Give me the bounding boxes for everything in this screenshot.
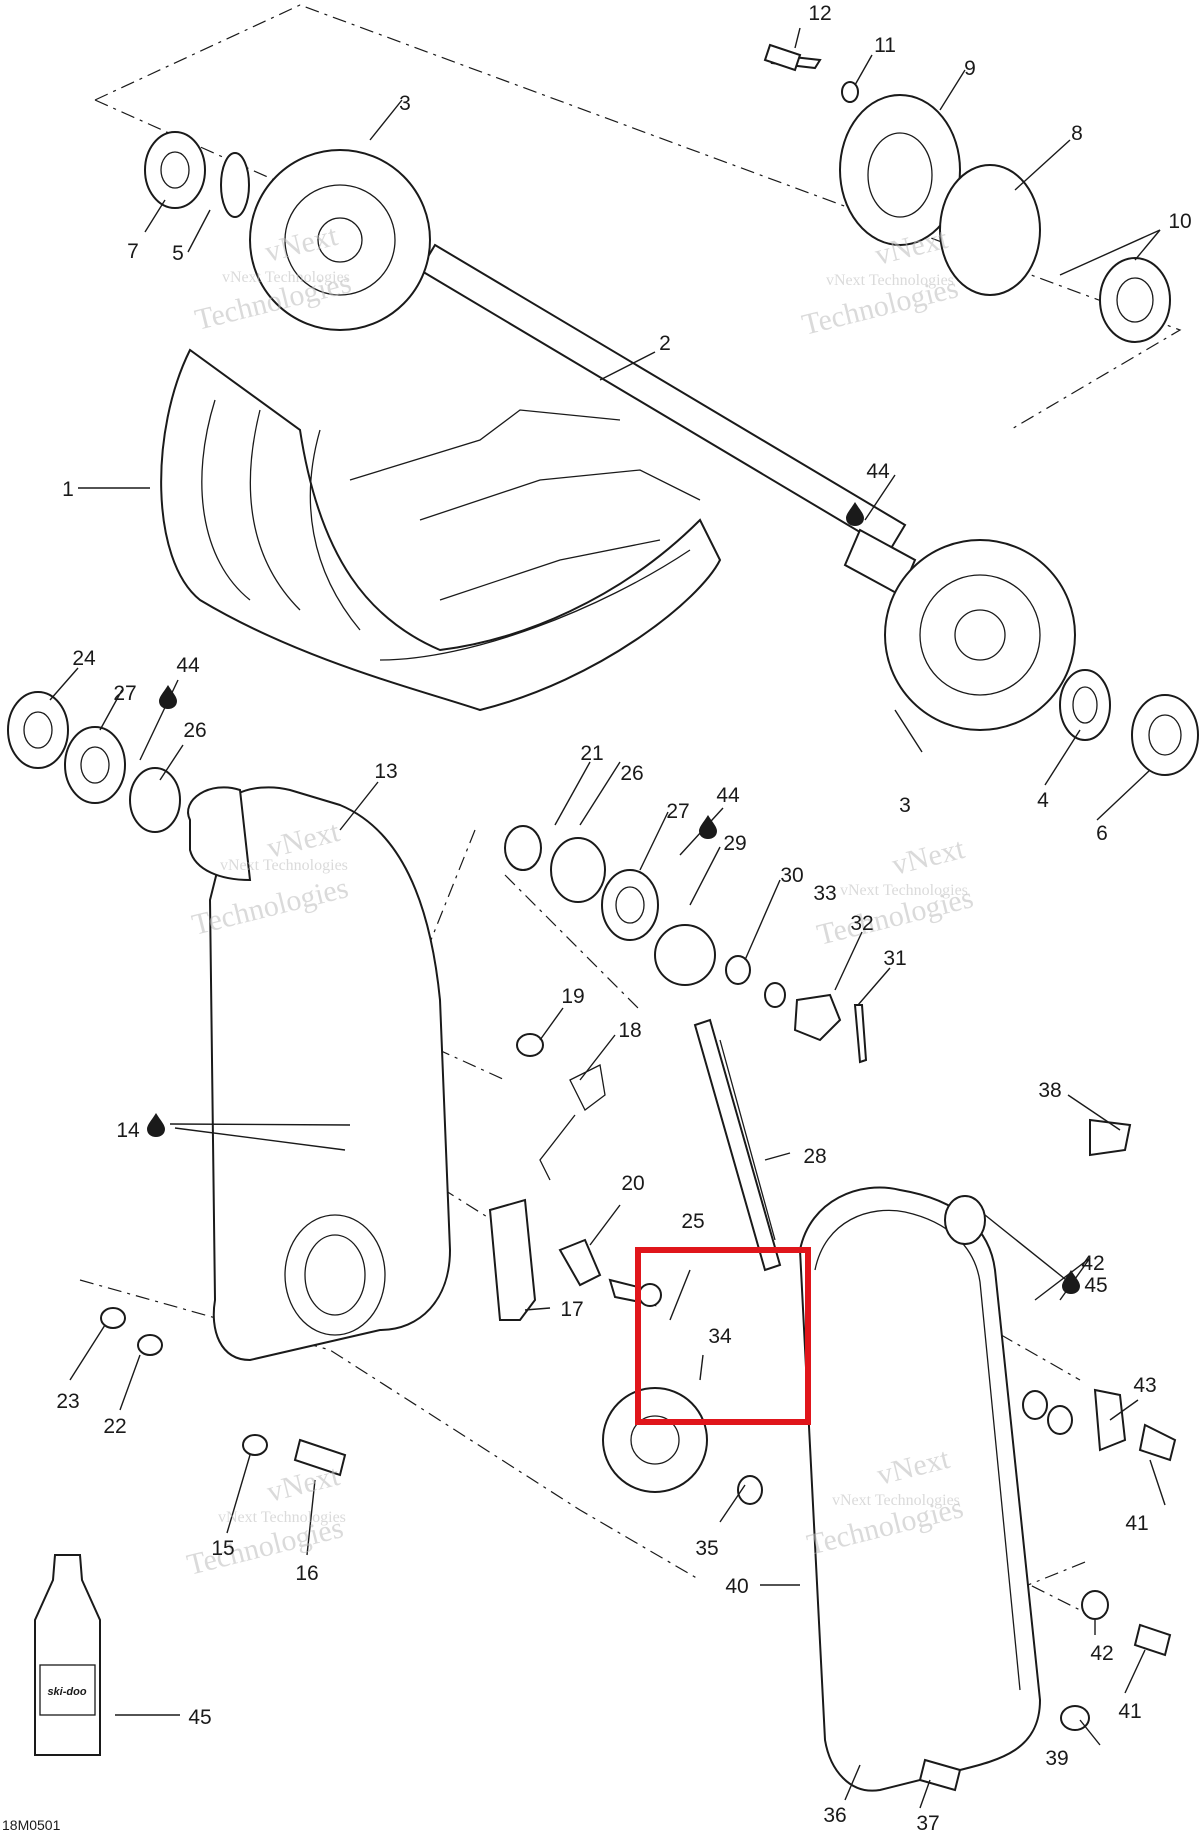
watermark-text: vNext Technologies <box>832 1492 960 1509</box>
lower-right-bearings-drawing <box>1059 669 1199 776</box>
callout-19: 19 <box>561 985 584 1008</box>
callout-16: 16 <box>295 1562 318 1585</box>
callout-37: 37 <box>916 1812 939 1834</box>
callout-21: 21 <box>580 742 603 765</box>
callout-15: 15 <box>211 1537 234 1560</box>
callout-22: 22 <box>103 1415 126 1438</box>
upper-sprocket-stack-drawing <box>504 825 868 1064</box>
callout-30: 30 <box>780 864 803 887</box>
callout-44: 44 <box>176 654 200 677</box>
left-bearings-drawing <box>7 691 181 833</box>
callout-43: 43 <box>1133 1374 1156 1397</box>
lower-sprocket-drawing-small <box>602 1387 763 1505</box>
callout-31: 31 <box>883 947 906 970</box>
chaincase-cover-drawing <box>798 1186 1042 1792</box>
callout-38: 38 <box>1038 1079 1061 1102</box>
callout-27: 27 <box>113 682 136 705</box>
callout-26: 26 <box>620 762 643 785</box>
watermark-text: vNext <box>264 1459 344 1509</box>
callout-7: 7 <box>127 240 139 263</box>
oil-drop-icon <box>159 685 177 709</box>
callout-12: 12 <box>808 2 831 25</box>
callout-32: 32 <box>850 912 873 935</box>
callout-3: 3 <box>399 92 411 115</box>
callout-26: 26 <box>183 719 206 742</box>
chaincase-housing-drawing <box>187 786 452 1362</box>
watermark-text: vNext Technologies <box>840 882 968 899</box>
callout-9: 9 <box>964 57 976 80</box>
callout-42: 42 <box>1081 1252 1104 1275</box>
callout-13: 13 <box>374 760 397 783</box>
oil-drop-icon <box>1062 1270 1080 1294</box>
callout-23: 23 <box>56 1390 79 1413</box>
callout-10: 10 <box>1168 210 1191 233</box>
watermark-text: vNext Technologies <box>222 269 350 286</box>
upper-right-flange-drawing <box>770 53 1171 343</box>
callout-35: 35 <box>695 1537 718 1560</box>
callout-11: 11 <box>874 34 896 57</box>
callout-41: 41 <box>1125 1512 1148 1535</box>
lower-sprocket-drawing <box>884 539 1076 731</box>
callout-28: 28 <box>803 1145 826 1168</box>
oil-drop-icon <box>846 502 864 526</box>
callout-4: 4 <box>1037 789 1049 812</box>
callout-18: 18 <box>618 1019 641 1042</box>
oil-drop-icon <box>147 1113 165 1137</box>
callout-14: 14 <box>116 1119 140 1142</box>
oil-drop-icons <box>147 502 1080 1294</box>
callout-2: 2 <box>659 332 671 355</box>
callout-24: 24 <box>72 647 96 670</box>
callout-17: 17 <box>560 1298 583 1321</box>
callout-5: 5 <box>172 242 184 265</box>
callout-41: 41 <box>1118 1700 1141 1723</box>
watermark-text: vNext <box>889 832 969 882</box>
callout-34: 34 <box>708 1325 732 1348</box>
callout-8: 8 <box>1071 122 1083 145</box>
chain-drawing <box>693 1018 782 1272</box>
fasteners-drawing <box>100 43 1177 1792</box>
callout-20: 20 <box>621 1172 644 1195</box>
watermark-text: vNext Technologies <box>826 272 954 289</box>
callout-33: 33 <box>813 882 836 905</box>
callout-45: 45 <box>188 1706 211 1729</box>
callout-25: 25 <box>681 1210 704 1233</box>
callout-27: 27 <box>666 800 689 823</box>
callout-44: 44 <box>716 784 740 807</box>
watermark-text: vNext Technologies <box>220 857 348 874</box>
oil-drop-icon <box>699 815 717 839</box>
callout-42: 42 <box>1090 1642 1113 1665</box>
callout-36: 36 <box>823 1804 846 1827</box>
callout-44: 44 <box>866 460 890 483</box>
callout-40: 40 <box>725 1575 748 1598</box>
oil-bottle-drawing: ski-doo <box>34 1554 101 1756</box>
watermark-text: vNext Technologies <box>218 1509 346 1526</box>
bottle-brand-label: ski-doo <box>47 1686 86 1698</box>
drive-shaft-drawing <box>418 243 917 597</box>
track-drawing <box>160 348 722 712</box>
callout-1: 1 <box>62 478 74 501</box>
upper-sprocket-drawing <box>249 149 431 331</box>
callout-39: 39 <box>1045 1747 1068 1770</box>
callout-3: 3 <box>899 794 911 817</box>
callout-6: 6 <box>1096 822 1108 845</box>
callout-29: 29 <box>723 832 746 855</box>
upper-left-bearing-drawing <box>144 131 250 218</box>
callout-labels: 1 2 3 3 4 5 6 7 8 9 10 11 12 13 14 15 16… <box>56 2 1191 1834</box>
drawing-code: 18M0501 <box>2 1817 61 1833</box>
highlight-box <box>635 1247 811 1425</box>
callout-45: 45 <box>1084 1274 1107 1297</box>
